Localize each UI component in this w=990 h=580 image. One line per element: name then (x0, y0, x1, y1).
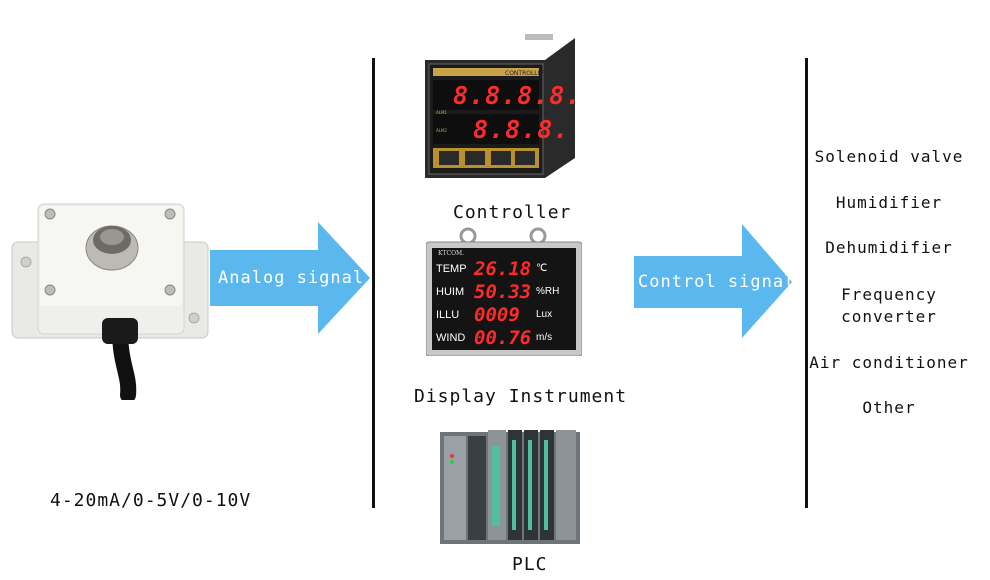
sensor-device (10, 190, 210, 403)
controller-brand: CONTROLLER (505, 70, 546, 77)
instrument-row-value: 0009 (474, 303, 520, 326)
instrument-row-value: 26.18 (474, 257, 532, 280)
instrument-row-name: TEMP (436, 262, 467, 275)
output-dehumidifier: Dehumidifier (825, 238, 953, 257)
analog-signal-label: Analog signal (218, 268, 365, 288)
plc-label: PLC (512, 554, 548, 575)
display-instrument-device: KTCOM. TEMP 26.18 ℃ HUIM 50.33 %RH ILLU 0009 Lux… (425, 226, 583, 357)
controller-top-display: 8.8.8.8. (453, 81, 582, 110)
instrument-row-huim: HUIM 50.33 %RH (436, 280, 576, 303)
output-humidifier: Humidifier (835, 193, 943, 212)
instrument-row-unit: Lux (536, 309, 553, 320)
plc-device (440, 426, 580, 544)
control-signal-label: Control signal (638, 272, 796, 292)
instrument-brand: KTCOM. (438, 250, 465, 257)
instrument-row-temp: TEMP 26.18 ℃ (436, 257, 576, 280)
output-air-conditioner: Air conditioner (809, 353, 969, 372)
instrument-row-name: ILLU (436, 308, 460, 321)
display-instrument-label: Display Instrument (414, 386, 628, 407)
alm1-label: ALM1 (436, 110, 447, 115)
instrument-row-value: 00.76 (474, 326, 532, 349)
output-solenoid-valve: Solenoid valve (814, 147, 964, 166)
instrument-row-value: 50.33 (474, 280, 532, 303)
right-divider (805, 58, 808, 508)
output-other: Other (862, 398, 916, 417)
control-signal-arrow (634, 224, 792, 338)
instrument-row-name: WIND (436, 331, 466, 344)
analog-signal-arrow (210, 222, 370, 334)
alm2-label: ALM2 (436, 128, 447, 133)
left-divider (372, 58, 375, 508)
controller-device: CONTROLLER ALM1 ALM2 8.8.8.8. 8.8.8. (425, 28, 580, 178)
controller-label: Controller (453, 202, 572, 223)
instrument-row-unit: ℃ (536, 263, 548, 274)
sensor-output-label: 4-20mA/0-5V/0-10V (50, 490, 252, 511)
controller-bottom-display: 8.8.8. (473, 115, 570, 144)
instrument-row-illu: ILLU 0009 Lux (436, 303, 576, 326)
instrument-row-unit: m/s (536, 332, 553, 343)
instrument-row-unit: %RH (536, 286, 560, 297)
instrument-row-name: HUIM (436, 285, 465, 298)
instrument-row-wind: WIND 00.76 m/s (436, 326, 576, 349)
output-frequency-converter: Frequency converter (841, 285, 937, 326)
